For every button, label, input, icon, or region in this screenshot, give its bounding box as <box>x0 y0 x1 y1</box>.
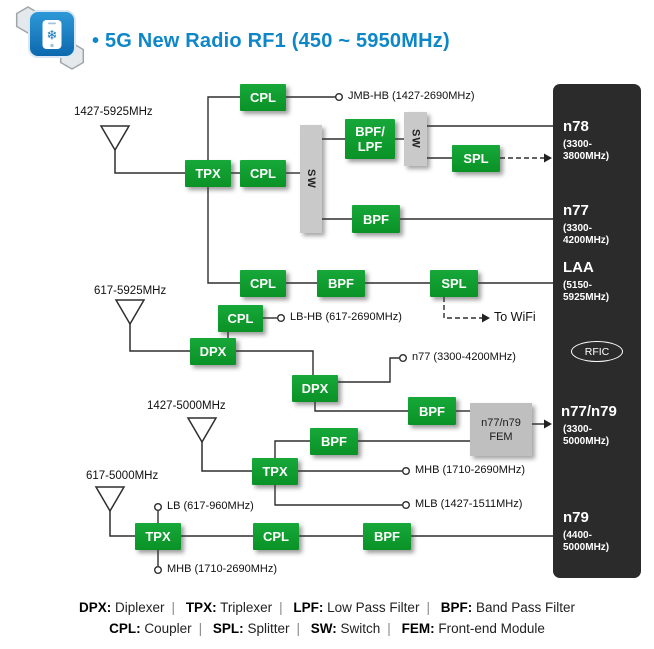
spl-box-laa: SPL <box>430 270 478 297</box>
bpf-box-n79: BPF <box>363 523 411 550</box>
band-name-n79: n79 <box>563 509 589 526</box>
sw-label: SW <box>305 169 317 189</box>
antenna-label-4: 617-5000MHz <box>86 470 159 482</box>
legend-separator: | <box>296 621 300 636</box>
cpl-box-lbhb: CPL <box>218 305 263 332</box>
legend-term: TPX: <box>185 600 217 615</box>
fem-box: n77/n79 FEM <box>470 403 532 456</box>
cpl-box-laa: CPL <box>240 270 286 297</box>
terminal-label-mhb-mid: MHB (1710-2690MHz) <box>415 464 526 476</box>
bpf-lpf-box: BPF/ LPF <box>345 119 395 159</box>
legend-term: DPX: <box>78 600 112 615</box>
legend-row-1: DPX: Diplexer | TPX: Triplexer | LPF: Low … <box>0 597 654 618</box>
terminal-label-mlb: MLB (1427-1511MHz) <box>415 498 523 510</box>
legend-def: Splitter <box>247 621 290 636</box>
terminal-label-lb: LB (617-960MHz) <box>167 500 254 512</box>
antenna-label-3: 1427-5000MHz <box>147 400 226 412</box>
tpx-box-1: TPX <box>185 160 231 187</box>
legend-def: Switch <box>340 621 381 636</box>
band-name-n77n79: n77/n79 <box>561 403 617 420</box>
terminal-label-jmb-hb: JMB-HB (1427-2690MHz) <box>348 90 475 102</box>
legend-term: SW: <box>310 621 337 636</box>
cpl-box-main: CPL <box>240 160 286 187</box>
sw-label: SW <box>409 129 422 149</box>
antenna-icons <box>94 125 252 537</box>
phone-5g-icon: ❄ <box>28 10 76 58</box>
band-name-n77: n77 <box>563 202 589 219</box>
tpx-box-3: TPX <box>135 523 181 550</box>
dashed-wires <box>443 157 544 319</box>
legend-row-2: CPL: Coupler | SPL: Splitter | SW: Switch |… <box>0 618 654 639</box>
terminal-label-mhb-bottom: MHB (1710-2690MHz) <box>167 563 278 575</box>
app-logo: ❄ <box>15 6 85 70</box>
bpf-box-n77: BPF <box>352 205 400 233</box>
legend-separator: | <box>387 621 391 636</box>
dpx-box-2: DPX <box>292 375 338 402</box>
antenna-icon-1 <box>99 125 185 174</box>
legend: DPX: Diplexer | TPX: Triplexer | LPF: Low … <box>0 597 654 639</box>
legend-term: CPL: <box>109 621 141 636</box>
cpl-box-n79: CPL <box>253 523 299 550</box>
terminal-label-n77: n77 (3300-4200MHz) <box>412 351 516 363</box>
bpf-box-laa: BPF <box>317 270 365 297</box>
legend-def: Triplexer <box>220 600 273 615</box>
terminal-circles <box>153 92 411 575</box>
band-freq-n77n79: (3300- 5000MHz) <box>563 424 610 447</box>
legend-def: Diplexer <box>115 600 165 615</box>
arrowhead-icons <box>482 153 552 429</box>
tpx-box-2: TPX <box>252 458 298 485</box>
legend-term: LPF: <box>293 600 324 615</box>
legend-def: Coupler <box>144 621 192 636</box>
legend-separator: | <box>198 621 203 636</box>
antenna-icon-3 <box>186 417 252 472</box>
legend-separator: | <box>426 600 430 615</box>
page-title: • 5G New Radio RF1 (450 ~ 5950MHz) <box>92 30 450 52</box>
legend-separator: | <box>171 600 176 615</box>
band-freq-n79: (4400- 5000MHz) <box>563 530 610 553</box>
sw-box-2: SW <box>404 112 427 166</box>
bpf-box-fem-upper: BPF <box>408 397 456 425</box>
to-wifi-label: To WiFi <box>494 310 536 324</box>
antenna-icon-2 <box>114 299 190 352</box>
band-freq-n77: (3300- 4200MHz) <box>563 223 610 246</box>
legend-term: BPF: <box>440 600 473 615</box>
band-name-n78: n78 <box>563 118 589 135</box>
spl-box-n78: SPL <box>452 145 500 172</box>
legend-def: Low Pass Filter <box>327 600 420 615</box>
snowflake-icon: ❄ <box>47 28 58 43</box>
legend-term: FEM: <box>401 621 435 636</box>
rfic-badge: RFIC <box>571 341 623 362</box>
signal-wires <box>157 96 553 566</box>
dpx-box-1: DPX <box>190 338 236 365</box>
rfic-label: RFIC <box>584 345 610 358</box>
legend-separator: | <box>279 600 283 615</box>
legend-def: Band Pass Filter <box>475 600 576 615</box>
antenna-label-2: 617-5925MHz <box>94 285 167 297</box>
bpf-box-fem-lower: BPF <box>310 428 358 455</box>
legend-def: Front-end Module <box>438 621 545 636</box>
terminal-label-lb-hb: LB-HB (617-2690MHz) <box>290 311 402 323</box>
antenna-label-1: 1427-5925MHz <box>74 106 153 118</box>
antenna-icon-4 <box>94 486 135 537</box>
sw-box-1: SW <box>300 125 322 233</box>
rfic-panel <box>553 84 641 578</box>
legend-term: SPL: <box>212 621 244 636</box>
band-name-laa: LAA <box>563 259 594 276</box>
band-freq-n78: (3300- 3800MHz) <box>563 139 610 162</box>
band-freq-laa: (5150- 5925MHz) <box>563 280 610 303</box>
cpl-box-jmb: CPL <box>240 84 286 111</box>
